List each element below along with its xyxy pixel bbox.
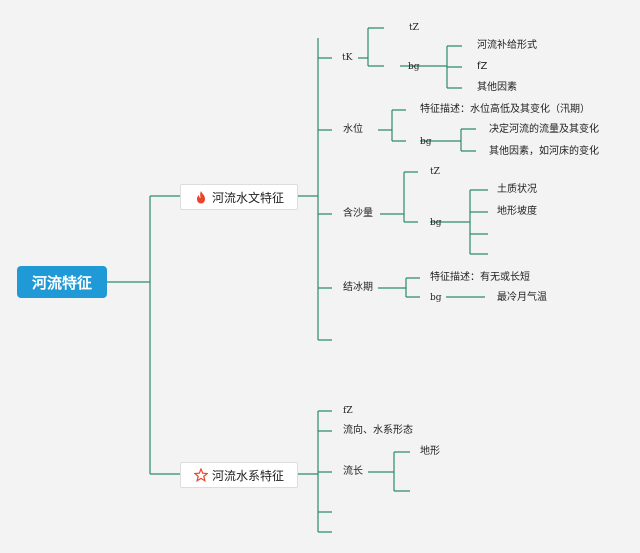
node-other-factors[interactable]: 其他因素 bbox=[477, 82, 517, 93]
node-tk-tz[interactable]: tZ bbox=[409, 23, 419, 33]
node-riverbed-change[interactable]: 其他因素，如河床的变化 bbox=[489, 146, 599, 157]
node-freeze[interactable]: 结冰期 bbox=[343, 282, 373, 293]
node-freeze-desc[interactable]: 特征描述：有无或长短 bbox=[430, 272, 530, 283]
node-slope[interactable]: 地形坡度 bbox=[497, 206, 537, 217]
branch-hydrology-label: 河流水文特征 bbox=[211, 190, 284, 205]
node-water-level-desc[interactable]: 特征描述：水位高低及其变化（汛期） bbox=[420, 104, 590, 115]
root-label: 河流特征 bbox=[31, 273, 92, 292]
node-sediment-bg[interactable]: bg bbox=[430, 218, 442, 228]
node-water-level-bg[interactable]: bg bbox=[420, 137, 432, 147]
root-node[interactable]: 河流特征 bbox=[17, 266, 107, 298]
node-flow-decision[interactable]: 决定河流的流量及其变化 bbox=[489, 124, 599, 135]
node-b2-fz[interactable]: fZ bbox=[343, 406, 353, 416]
branch-water-system-label: 河流水系特征 bbox=[211, 468, 284, 483]
node-tk-bg[interactable]: bg bbox=[408, 62, 420, 72]
fire-icon bbox=[196, 191, 205, 204]
branch-hydrology[interactable]: 河流水文特征 bbox=[180, 184, 298, 210]
node-tk[interactable]: tK bbox=[342, 53, 353, 63]
node-sediment-tz[interactable]: tZ bbox=[430, 167, 440, 177]
node-freeze-bg[interactable]: bg bbox=[430, 293, 442, 303]
node-water-level[interactable]: 水位 bbox=[343, 124, 363, 135]
branch-water-system[interactable]: 河流水系特征 bbox=[180, 462, 298, 488]
node-fz[interactable]: fZ bbox=[477, 61, 488, 72]
node-coldest-temp[interactable]: 最冷月气温 bbox=[497, 292, 547, 303]
node-recharge-forms[interactable]: 河流补给形式 bbox=[477, 40, 537, 51]
node-sediment[interactable]: 含沙量 bbox=[343, 208, 373, 219]
node-terrain[interactable]: 地形 bbox=[420, 446, 440, 457]
node-flow-direction[interactable]: 流向、水系形态 bbox=[343, 425, 413, 436]
node-length[interactable]: 流长 bbox=[343, 466, 363, 477]
node-soil[interactable]: 土质状况 bbox=[497, 184, 537, 195]
star-icon bbox=[193, 468, 208, 482]
